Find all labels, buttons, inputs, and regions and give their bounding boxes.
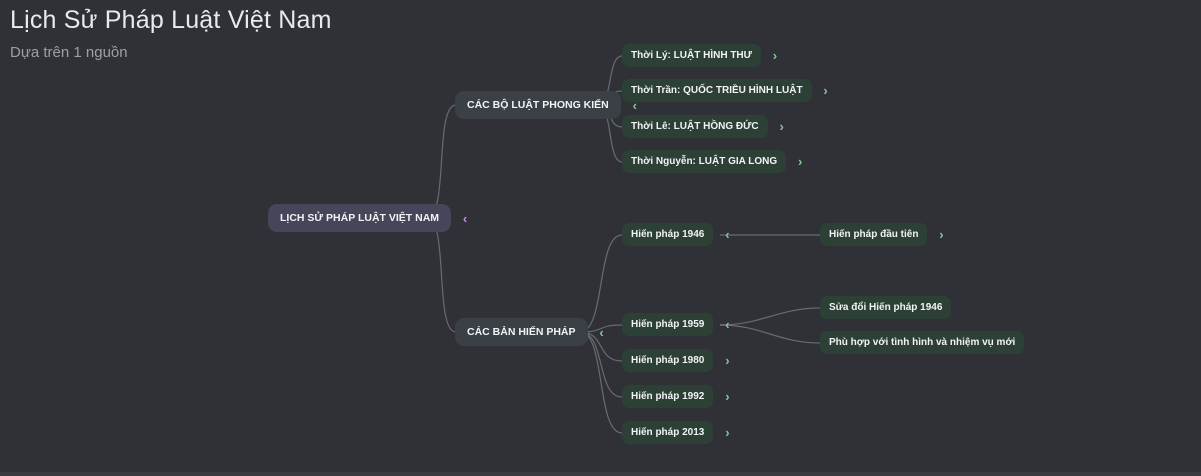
expand-toggle-icon[interactable]: ›: [793, 154, 807, 170]
expand-toggle-icon[interactable]: ›: [934, 227, 948, 243]
expand-toggle-icon[interactable]: ›: [819, 83, 833, 99]
connector: [426, 217, 457, 333]
node-hien-phap-1992[interactable]: Hiến pháp 1992 ›: [622, 385, 734, 408]
connector: [426, 104, 457, 218]
node-label[interactable]: Thời Trần: QUỐC TRIỀU HÌNH LUẬT: [622, 79, 812, 102]
node-hien-phap-1946[interactable]: Hiến pháp 1946 ‹: [622, 223, 734, 246]
node-thoi-tran-quoc-trieu-hinh-luat[interactable]: Thời Trần: QUỐC TRIỀU HÌNH LUẬT ›: [622, 79, 833, 102]
node-cac-ban-hien-phap[interactable]: CÁC BẢN HIẾN PHÁP ‹: [455, 318, 609, 346]
expand-toggle-icon[interactable]: ›: [720, 389, 734, 405]
panel-bottom-edge: [0, 472, 1201, 476]
connector: [719, 324, 821, 344]
node-label[interactable]: Sửa đổi Hiến pháp 1946: [820, 296, 952, 319]
node-label[interactable]: CÁC BẢN HIẾN PHÁP: [455, 318, 588, 346]
node-label[interactable]: CÁC BỘ LUẬT PHONG KIẾN: [455, 91, 621, 119]
node-label[interactable]: Hiến pháp 1992: [622, 385, 714, 408]
expand-toggle-icon[interactable]: ›: [768, 48, 782, 64]
node-cac-bo-luat-phong-kien[interactable]: CÁC BỘ LUẬT PHONG KIẾN ‹: [455, 91, 642, 119]
node-sua-doi-hien-phap-1946[interactable]: Sửa đổi Hiến pháp 1946: [820, 296, 952, 319]
collapse-toggle-icon[interactable]: ‹: [720, 227, 734, 243]
header: Lịch Sử Pháp Luật Việt Nam Dựa trên 1 ng…: [10, 6, 332, 61]
collapse-toggle-icon[interactable]: ‹: [720, 317, 734, 333]
node-label[interactable]: Hiến pháp 1980: [622, 349, 714, 372]
node-label[interactable]: Hiến pháp 2013: [622, 421, 714, 444]
node-label[interactable]: Phù hợp với tình hình và nhiệm vụ mới: [820, 331, 1025, 354]
node-thoi-nguyen-luat-gia-long[interactable]: Thời Nguyễn: LUẬT GIA LONG ›: [622, 150, 807, 173]
expand-toggle-icon[interactable]: ›: [775, 119, 789, 135]
node-hien-phap-1959[interactable]: Hiến pháp 1959 ‹: [622, 313, 734, 336]
node-thoi-ly-luat-hinh-thu[interactable]: Thời Lý: LUẬT HÌNH THƯ ›: [622, 44, 782, 67]
node-hien-phap-2013[interactable]: Hiến pháp 2013 ›: [622, 421, 734, 444]
node-label[interactable]: Thời Lý: LUẬT HÌNH THƯ: [622, 44, 761, 67]
connector: [719, 307, 821, 326]
node-label[interactable]: Thời Lê: LUẬT HỒNG ĐỨC: [622, 115, 768, 138]
node-label[interactable]: LỊCH SỬ PHÁP LUẬT VIỆT NAM: [268, 204, 452, 232]
collapse-toggle-icon[interactable]: ‹: [458, 210, 472, 226]
node-hien-phap-1980[interactable]: Hiến pháp 1980 ›: [622, 349, 734, 372]
collapse-toggle-icon[interactable]: ‹: [628, 97, 642, 113]
node-label[interactable]: Hiến pháp đầu tiên: [820, 223, 928, 246]
expand-toggle-icon[interactable]: ›: [720, 353, 734, 369]
node-label[interactable]: Hiến pháp 1959: [622, 313, 714, 336]
page-title: Lịch Sử Pháp Luật Việt Nam: [10, 6, 332, 34]
mindmap-root-node[interactable]: LỊCH SỬ PHÁP LUẬT VIỆT NAM ‹: [268, 204, 472, 232]
collapse-toggle-icon[interactable]: ‹: [595, 324, 609, 340]
connector: [579, 331, 623, 434]
source-count-label: Dựa trên 1 nguồn: [10, 44, 128, 61]
node-hien-phap-dau-tien[interactable]: Hiến pháp đầu tiên ›: [820, 223, 948, 246]
node-thoi-le-luat-hong-duc[interactable]: Thời Lê: LUẬT HỒNG ĐỨC ›: [622, 115, 789, 138]
node-label[interactable]: Hiến pháp 1946: [622, 223, 714, 246]
node-phu-hop-tinh-hinh-nhiem-vu-moi[interactable]: Phù hợp với tình hình và nhiệm vụ mới: [820, 331, 1025, 354]
expand-toggle-icon[interactable]: ›: [720, 425, 734, 441]
node-label[interactable]: Thời Nguyễn: LUẬT GIA LONG: [622, 150, 787, 173]
